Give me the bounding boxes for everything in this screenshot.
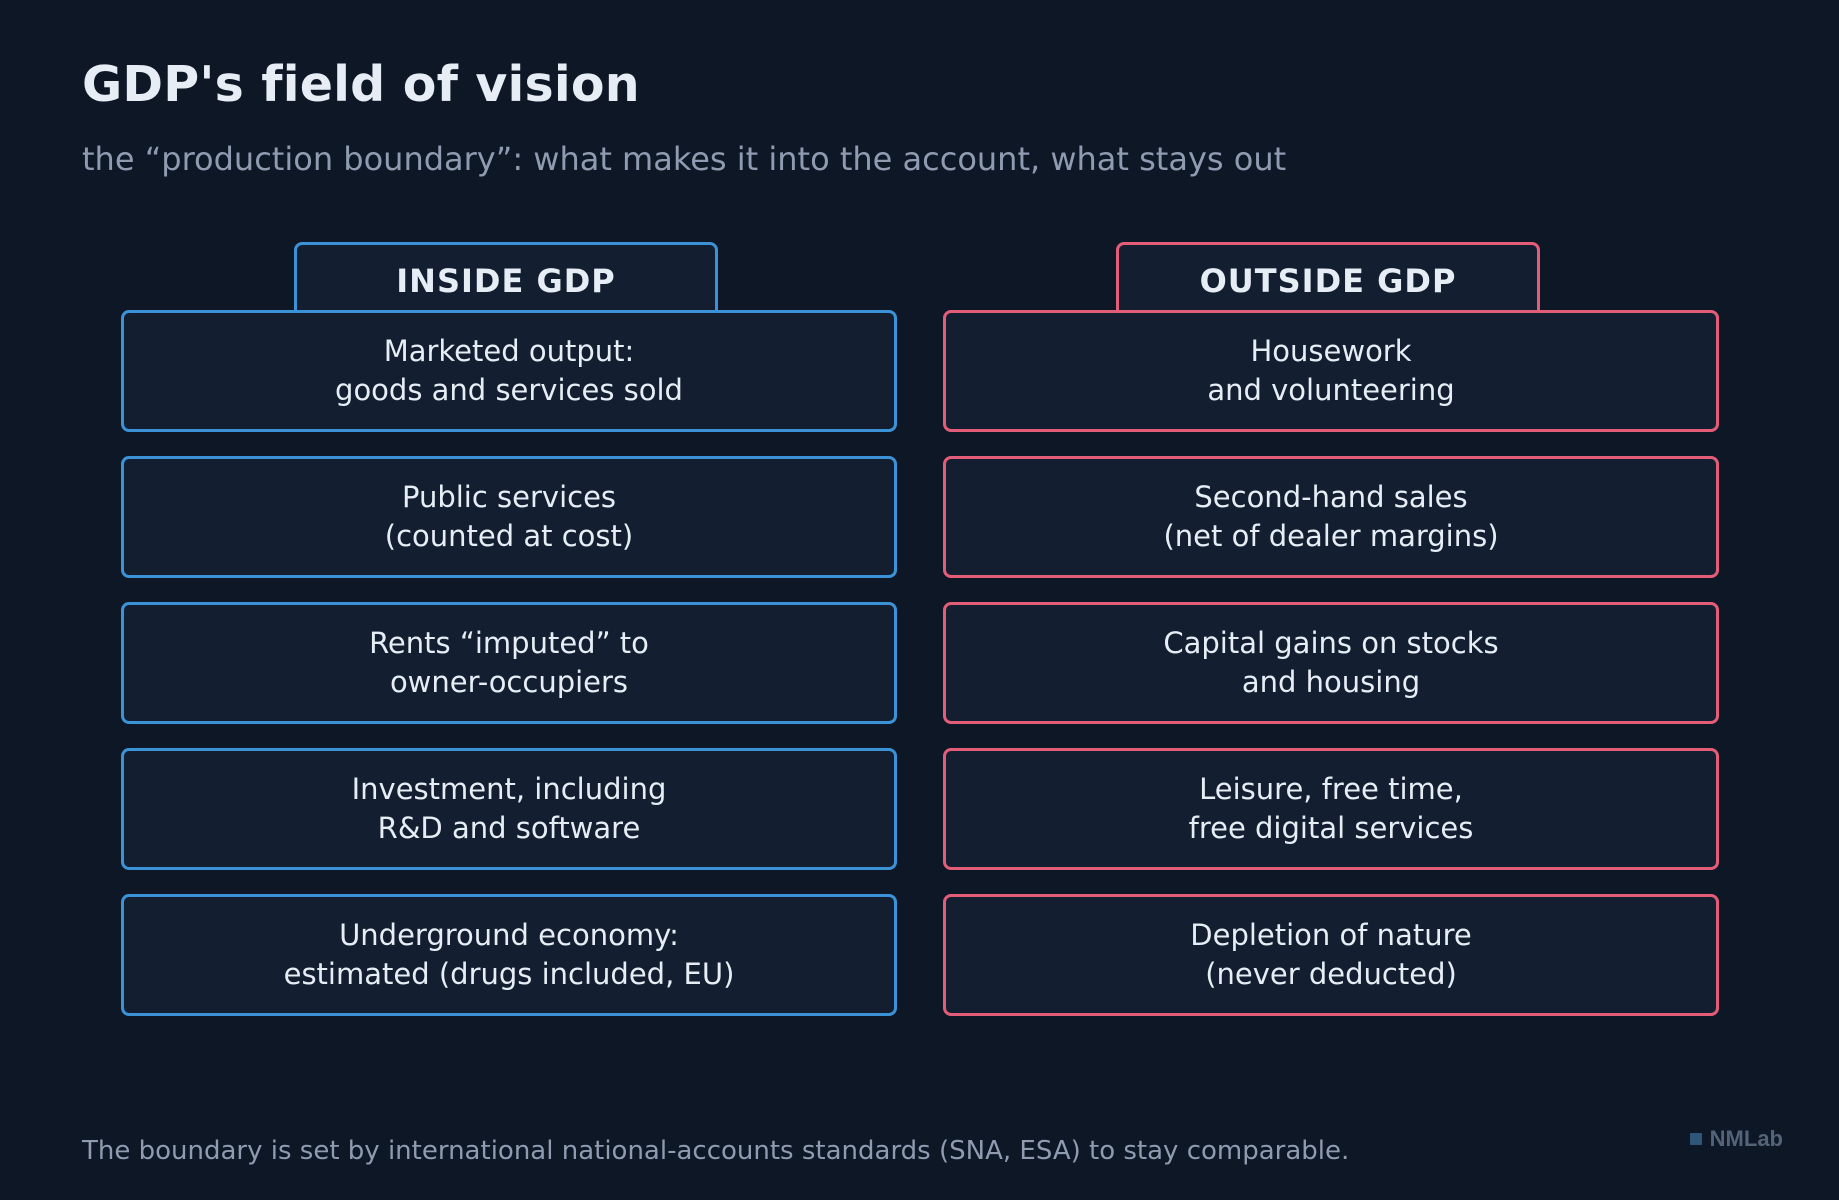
inside-gdp-header: INSIDE GDP <box>294 242 718 310</box>
footer-note: The boundary is set by international nat… <box>82 1136 1350 1166</box>
outside-item-line2: and volunteering <box>1207 373 1455 407</box>
inside-item-imputed-rents: Rents “imputed” to owner-occupiers <box>121 602 897 724</box>
inside-item-line2: estimated (drugs included, EU) <box>283 957 735 991</box>
inside-item-line1: Investment, including <box>351 772 667 806</box>
outside-item-line1: Leisure, free time, <box>1199 772 1463 806</box>
outside-item-depletion-of-nature: Depletion of nature (never deducted) <box>943 894 1719 1016</box>
outside-item-line2: free digital services <box>1188 811 1474 845</box>
outside-item-capital-gains: Capital gains on stocks and housing <box>943 602 1719 724</box>
brand-watermark: NMLab <box>1689 1126 1783 1152</box>
outside-item-housework: Housework and volunteering <box>943 310 1719 432</box>
page-subtitle: the “production boundary”: what makes it… <box>82 140 1287 178</box>
inside-item-line1: Rents “imputed” to <box>369 626 649 660</box>
inside-item-line2: R&D and software <box>377 811 641 845</box>
inside-gdp-header-label: INSIDE GDP <box>396 261 616 300</box>
brand-label: NMLab <box>1709 1126 1783 1151</box>
inside-item-underground-economy: Underground economy: estimated (drugs in… <box>121 894 897 1016</box>
inside-item-line2: goods and services sold <box>335 373 683 407</box>
inside-item-line1: Underground economy: <box>339 918 679 952</box>
outside-item-line2: (never deducted) <box>1205 957 1457 991</box>
outside-item-line1: Capital gains on stocks <box>1163 626 1499 660</box>
outside-item-line2: (net of dealer margins) <box>1163 519 1499 553</box>
outside-item-line1: Housework <box>1250 334 1412 368</box>
brand-square-icon <box>1689 1133 1702 1145</box>
outside-item-second-hand-sales: Second-hand sales (net of dealer margins… <box>943 456 1719 578</box>
outside-item-line1: Depletion of nature <box>1190 918 1472 952</box>
inside-item-public-services: Public services (counted at cost) <box>121 456 897 578</box>
outside-gdp-header-label: OUTSIDE GDP <box>1199 261 1457 300</box>
outside-item-line2: and housing <box>1241 665 1421 699</box>
outside-gdp-header: OUTSIDE GDP <box>1116 242 1540 310</box>
inside-item-line1: Marketed output: <box>383 334 635 368</box>
inside-item-marketed-output: Marketed output: goods and services sold <box>121 310 897 432</box>
outside-item-leisure: Leisure, free time, free digital service… <box>943 748 1719 870</box>
inside-item-line2: (counted at cost) <box>384 519 634 553</box>
inside-item-investment: Investment, including R&D and software <box>121 748 897 870</box>
inside-item-line1: Public services <box>401 480 617 514</box>
outside-item-line1: Second-hand sales <box>1194 480 1468 514</box>
page-title: GDP's field of vision <box>82 56 640 113</box>
inside-item-line2: owner-occupiers <box>389 665 629 699</box>
